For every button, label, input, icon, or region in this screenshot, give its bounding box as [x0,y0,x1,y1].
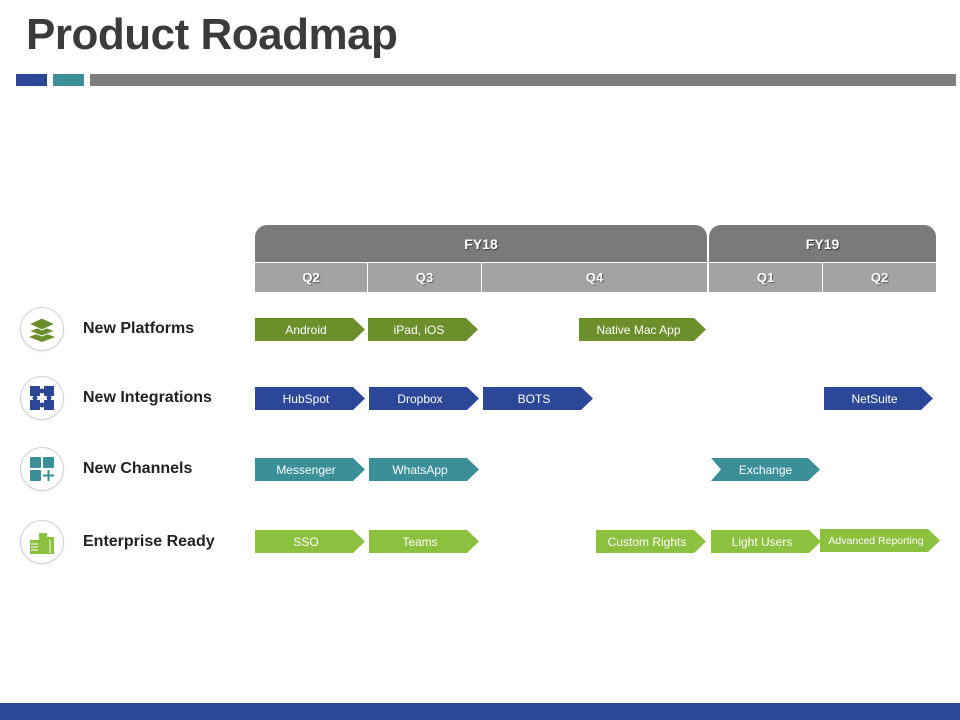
quarter-row: Q2 Q3 Q4 Q1 Q2 [255,263,936,292]
category-new-channels: New Channels [20,447,192,491]
roadmap-item[interactable]: Messenger [255,458,365,481]
roadmap-item[interactable]: Teams [369,530,479,553]
roadmap-item[interactable]: Light Users [711,530,821,553]
roadmap-item[interactable]: Android [255,318,365,341]
roadmap-item[interactable]: Exchange [711,458,820,481]
quarter-fy18-q2: Q2 [255,263,367,292]
category-new-integrations: New Integrations [20,376,212,420]
roadmap-item[interactable]: BOTS [483,387,593,410]
category-new-platforms: New Platforms [20,307,194,351]
roadmap-item[interactable]: iPad, iOS [368,318,478,341]
roadmap-item[interactable]: Advanced Reporting [820,529,940,552]
layers-icon [20,307,64,351]
category-label: New Channels [83,460,193,477]
category-enterprise-ready: Enterprise Ready [20,520,215,564]
roadmap-item[interactable]: Native Mac App [579,318,706,341]
roadmap-item[interactable]: SSO [255,530,365,553]
quarter-fy19-q2: Q2 [823,263,936,292]
category-label: New Integrations [83,389,212,406]
roadmap-item[interactable]: Dropbox [369,387,479,410]
fiscal-year-fy19: FY19 [709,225,936,262]
footer-bar [0,703,960,720]
quarter-fy18-q4: Q4 [482,263,707,292]
roadmap-item[interactable]: WhatsApp [369,458,479,481]
accent-bar-teal [53,74,84,86]
category-label: Enterprise Ready [83,533,215,550]
add-grid-icon [20,447,64,491]
accent-bar-blue [16,74,47,86]
accent-bar-gray [90,74,956,86]
puzzle-icon [20,376,64,420]
quarter-fy19-q1: Q1 [709,263,822,292]
building-icon [20,520,64,564]
roadmap-item[interactable]: NetSuite [824,387,933,410]
fiscal-year-fy18: FY18 [255,225,707,262]
roadmap-item[interactable]: Custom Rights [596,530,706,553]
category-label: New Platforms [83,320,195,337]
quarter-fy18-q3: Q3 [368,263,481,292]
roadmap-item[interactable]: HubSpot [255,387,365,410]
page-title: Product Roadmap [26,10,398,59]
